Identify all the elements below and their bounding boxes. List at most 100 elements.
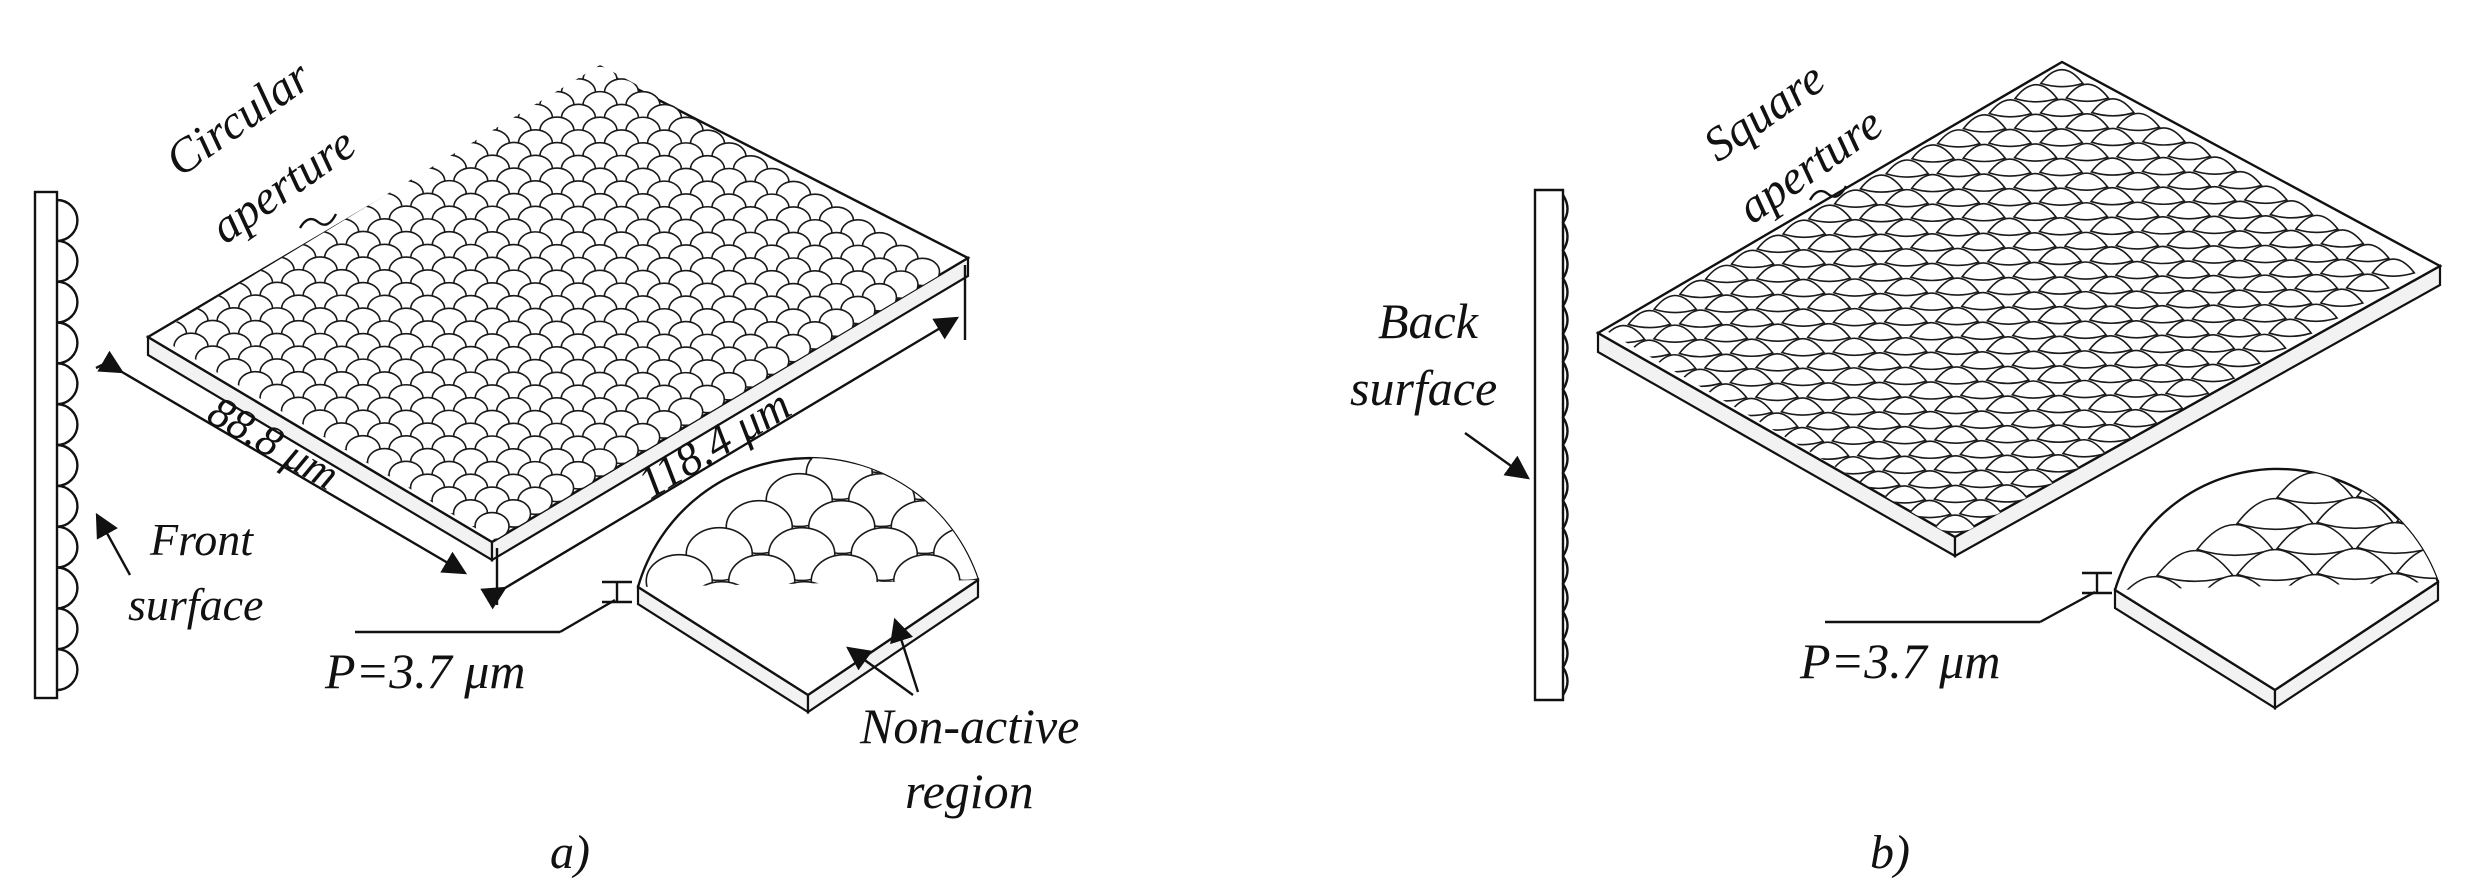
microlens bbox=[2191, 215, 2237, 235]
microlens bbox=[2167, 141, 2212, 161]
microlens bbox=[2355, 471, 2435, 504]
microlens bbox=[2039, 68, 2085, 88]
microlens bbox=[2216, 289, 2262, 309]
microlens bbox=[2216, 319, 2262, 338]
microlens bbox=[1832, 278, 1878, 297]
inset-magnified-square bbox=[2113, 467, 2440, 711]
microlens bbox=[2267, 318, 2313, 338]
microlens bbox=[2038, 128, 2084, 147]
microlens bbox=[2139, 393, 2184, 413]
microlens bbox=[2166, 230, 2211, 250]
microlens bbox=[1806, 293, 1852, 312]
microlens bbox=[2037, 276, 2083, 295]
microlens bbox=[1858, 233, 1904, 253]
microlens bbox=[1936, 158, 1981, 178]
microlens bbox=[970, 458, 978, 501]
microlens bbox=[1729, 308, 1775, 328]
microlens bbox=[2038, 217, 2083, 236]
microlens bbox=[2010, 439, 2056, 459]
microlens bbox=[1805, 411, 1851, 431]
microlens bbox=[2140, 186, 2186, 206]
microlens bbox=[1882, 455, 1927, 475]
microlens bbox=[1934, 366, 1979, 385]
microlens bbox=[2141, 156, 2186, 176]
microlens bbox=[1986, 276, 2031, 296]
microlens bbox=[1961, 232, 2006, 252]
microlens bbox=[2087, 394, 2133, 413]
microlens bbox=[2114, 319, 2159, 339]
microlens bbox=[1857, 381, 1902, 401]
microlens bbox=[1857, 292, 1903, 312]
microlens bbox=[2011, 291, 2057, 310]
microlens bbox=[2190, 363, 2236, 383]
microlens bbox=[2165, 319, 2211, 339]
microlens bbox=[1909, 233, 1955, 252]
microlens bbox=[2087, 423, 2133, 443]
microlens bbox=[1959, 351, 2005, 370]
surface-label-line1: Front bbox=[149, 514, 254, 565]
microlens bbox=[2036, 424, 2081, 444]
microlens bbox=[1831, 367, 1877, 386]
front-surface-arrow bbox=[95, 512, 132, 576]
microlens bbox=[1831, 426, 1876, 445]
microlens bbox=[2010, 409, 2056, 429]
microlens bbox=[1907, 440, 1953, 460]
microlens bbox=[1832, 248, 1878, 268]
microlens bbox=[2192, 185, 2237, 205]
microlens bbox=[2013, 143, 2058, 162]
microlens bbox=[1781, 278, 1826, 298]
microlens bbox=[1961, 143, 2007, 163]
microlens bbox=[1908, 381, 1954, 400]
microlens bbox=[2293, 303, 2339, 323]
microlens bbox=[2039, 98, 2084, 118]
microlens bbox=[1960, 262, 2006, 281]
microlens bbox=[1704, 294, 1749, 313]
microlens bbox=[1832, 307, 1877, 327]
microlens bbox=[2139, 364, 2184, 383]
microlens bbox=[1986, 247, 2032, 266]
pitch-leader-b bbox=[1825, 571, 2112, 624]
microlens bbox=[1884, 188, 1930, 208]
microlens bbox=[1833, 189, 1878, 208]
microlens bbox=[2089, 216, 2135, 236]
nonactive-arrow-2 bbox=[890, 617, 920, 693]
microlens bbox=[1780, 308, 1826, 327]
microlens bbox=[2166, 200, 2212, 220]
microlens bbox=[1859, 174, 1904, 193]
microlens bbox=[1908, 410, 1953, 430]
microlens bbox=[2115, 576, 2195, 590]
microlens bbox=[1933, 395, 1979, 415]
microlens bbox=[2115, 142, 2161, 161]
microlens bbox=[2090, 98, 2136, 117]
microlens bbox=[972, 499, 978, 555]
microlens bbox=[2190, 334, 2236, 353]
microlens bbox=[1958, 469, 2004, 489]
back-surface-profile bbox=[1533, 188, 1569, 702]
microlens bbox=[2268, 229, 2314, 249]
microlens bbox=[2165, 289, 2211, 309]
microlens bbox=[1884, 218, 1929, 238]
microlens bbox=[1781, 219, 1827, 239]
microlens bbox=[1882, 425, 1928, 445]
square-aperture-array bbox=[1595, 60, 2443, 558]
front-surface-profile bbox=[33, 190, 79, 700]
microlens bbox=[2242, 333, 2287, 353]
microlens bbox=[2114, 290, 2160, 309]
caption-b: b) bbox=[1870, 826, 1910, 879]
microlens bbox=[1730, 249, 1775, 269]
microlens bbox=[1627, 309, 1672, 329]
microlens bbox=[1805, 382, 1851, 401]
microlens bbox=[2395, 468, 2438, 478]
microlens bbox=[2116, 112, 2161, 132]
microlens bbox=[1729, 279, 1775, 298]
microlens bbox=[1961, 173, 2007, 192]
microlens bbox=[1881, 485, 1927, 504]
microlens bbox=[2089, 246, 2134, 265]
surface-label-b-line2: surface bbox=[1350, 360, 1497, 416]
microlens bbox=[1729, 368, 1774, 387]
microlens bbox=[1780, 337, 1826, 357]
microlens bbox=[927, 458, 978, 474]
microlens bbox=[2242, 303, 2288, 323]
microlens bbox=[852, 580, 921, 587]
